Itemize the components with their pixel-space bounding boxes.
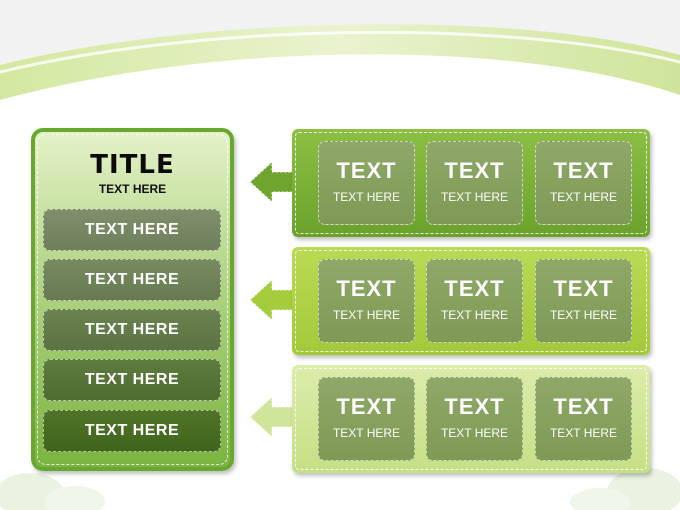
- cell-heading: TEXT: [444, 276, 505, 301]
- row-panel-1: TEXT TEXT HERE TEXT TEXT HERE TEXT TEXT …: [292, 129, 650, 237]
- cell-heading: TEXT: [336, 394, 397, 419]
- row-cell[interactable]: TEXT TEXT HERE: [535, 141, 632, 225]
- left-item-label: TEXT HERE: [84, 422, 180, 439]
- cell-label: TEXT HERE: [332, 190, 401, 204]
- leaf-decoration-right: [570, 468, 680, 510]
- cell-label: TEXT HERE: [440, 426, 509, 440]
- arrow-left-icon: [249, 278, 295, 322]
- cell-label: TEXT HERE: [440, 308, 509, 322]
- left-item-3[interactable]: TEXT HERE: [43, 309, 221, 351]
- cell-label: TEXT HERE: [332, 308, 401, 322]
- left-item-4[interactable]: TEXT HERE: [43, 359, 221, 401]
- cell-heading: TEXT: [553, 394, 614, 419]
- row-cell[interactable]: TEXT TEXT HERE: [318, 141, 415, 225]
- cell-label: TEXT HERE: [549, 426, 618, 440]
- cell-heading: TEXT: [553, 158, 614, 183]
- cell-label: TEXT HERE: [440, 190, 509, 204]
- arrow-left-icon: [249, 160, 295, 204]
- row-panel-3: TEXT TEXT HERE TEXT TEXT HERE TEXT TEXT …: [292, 365, 650, 473]
- left-item-label: TEXT HERE: [84, 321, 180, 338]
- left-item-label: TEXT HERE: [84, 371, 180, 388]
- panel-subtitle: TEXT HERE: [98, 182, 167, 196]
- cell-heading: TEXT: [553, 276, 614, 301]
- left-item-label: TEXT HERE: [84, 221, 180, 238]
- cell-heading: TEXT: [444, 394, 505, 419]
- left-item-1[interactable]: TEXT HERE: [43, 209, 221, 251]
- row-cell[interactable]: TEXT TEXT HERE: [318, 259, 415, 343]
- row-cell[interactable]: TEXT TEXT HERE: [426, 259, 523, 343]
- top-swoosh-decoration: [0, 0, 680, 100]
- arrow-left-icon: [249, 395, 295, 439]
- leaf-decoration-left: [0, 473, 105, 510]
- row-cell[interactable]: TEXT TEXT HERE: [318, 377, 415, 461]
- cell-heading: TEXT: [336, 158, 397, 183]
- cell-label: TEXT HERE: [332, 426, 401, 440]
- row-panel-2: TEXT TEXT HERE TEXT TEXT HERE TEXT TEXT …: [292, 247, 650, 355]
- row-cell[interactable]: TEXT TEXT HERE: [535, 259, 632, 343]
- left-item-label: TEXT HERE: [84, 271, 180, 288]
- left-item-2[interactable]: TEXT HERE: [43, 259, 221, 301]
- cell-heading: TEXT: [336, 276, 397, 301]
- left-item-5[interactable]: TEXT HERE: [43, 410, 221, 452]
- left-title-panel: TITLE TEXT HERE TEXT HERE TEXT HERE TEXT…: [31, 128, 234, 471]
- row-cell[interactable]: TEXT TEXT HERE: [426, 377, 523, 461]
- cell-label: TEXT HERE: [549, 190, 618, 204]
- row-cell[interactable]: TEXT TEXT HERE: [426, 141, 523, 225]
- row-cell[interactable]: TEXT TEXT HERE: [535, 377, 632, 461]
- panel-title: TITLE: [90, 150, 175, 180]
- cell-label: TEXT HERE: [549, 308, 618, 322]
- cell-heading: TEXT: [444, 158, 505, 183]
